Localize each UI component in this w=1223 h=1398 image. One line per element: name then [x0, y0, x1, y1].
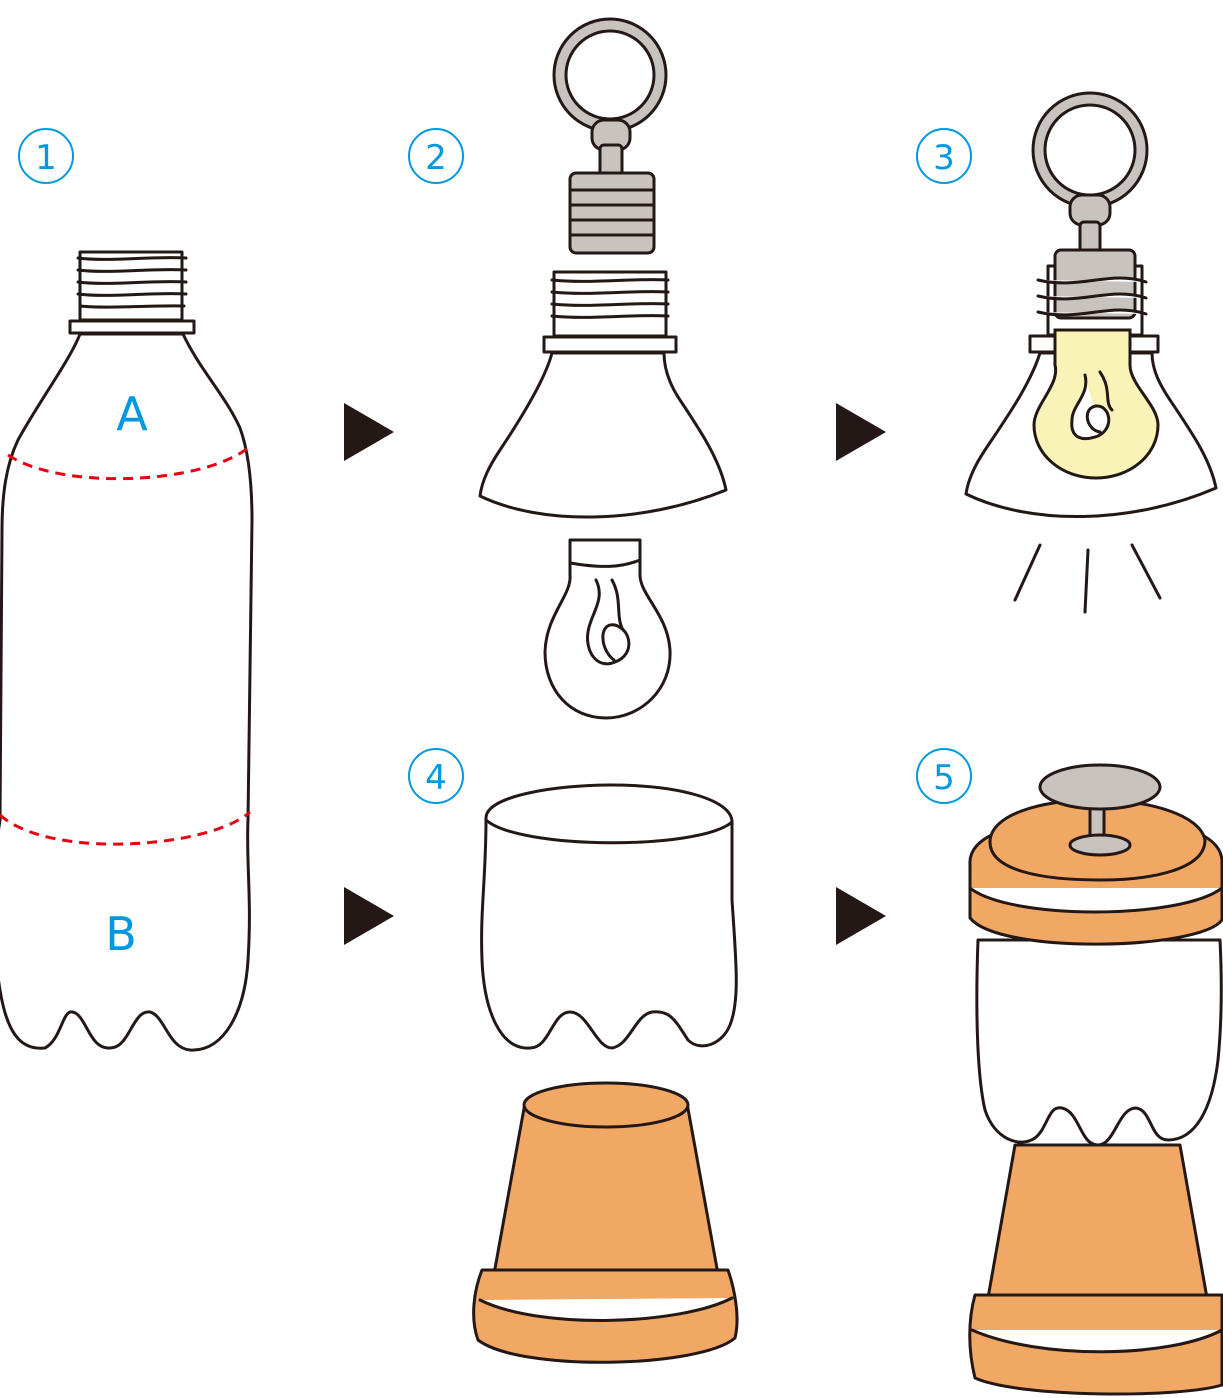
step-2-badge: 2 [409, 129, 463, 183]
step-3-number: 3 [933, 138, 955, 178]
keyring-icon [554, 19, 666, 253]
step-1-badge: 1 [19, 129, 73, 183]
step-5-badge: 5 [917, 749, 971, 803]
bottle-bottom-part-b [482, 785, 737, 1048]
step-4-number: 4 [425, 758, 447, 798]
clay-pot-icon [474, 1083, 737, 1362]
arrow-right-icon [836, 887, 886, 945]
finished-lantern [970, 765, 1222, 1394]
arrow-right-icon [344, 403, 394, 461]
step-3-badge: 3 [917, 129, 971, 183]
assembled-hanging-lamp [966, 93, 1216, 612]
bottle-icon: A B [0, 252, 252, 1050]
step-5-number: 5 [933, 758, 955, 798]
arrow-right-icon [344, 887, 394, 945]
bottle-part-b-label: B [105, 907, 137, 961]
step-1-number: 1 [35, 138, 57, 178]
step-2-number: 2 [425, 138, 447, 178]
arrow-right-icon [836, 403, 886, 461]
bottle-part-a-label: A [116, 387, 148, 441]
bottle-top-part-a [480, 272, 726, 517]
step-4-badge: 4 [409, 749, 463, 803]
light-bulb-icon [545, 540, 670, 718]
